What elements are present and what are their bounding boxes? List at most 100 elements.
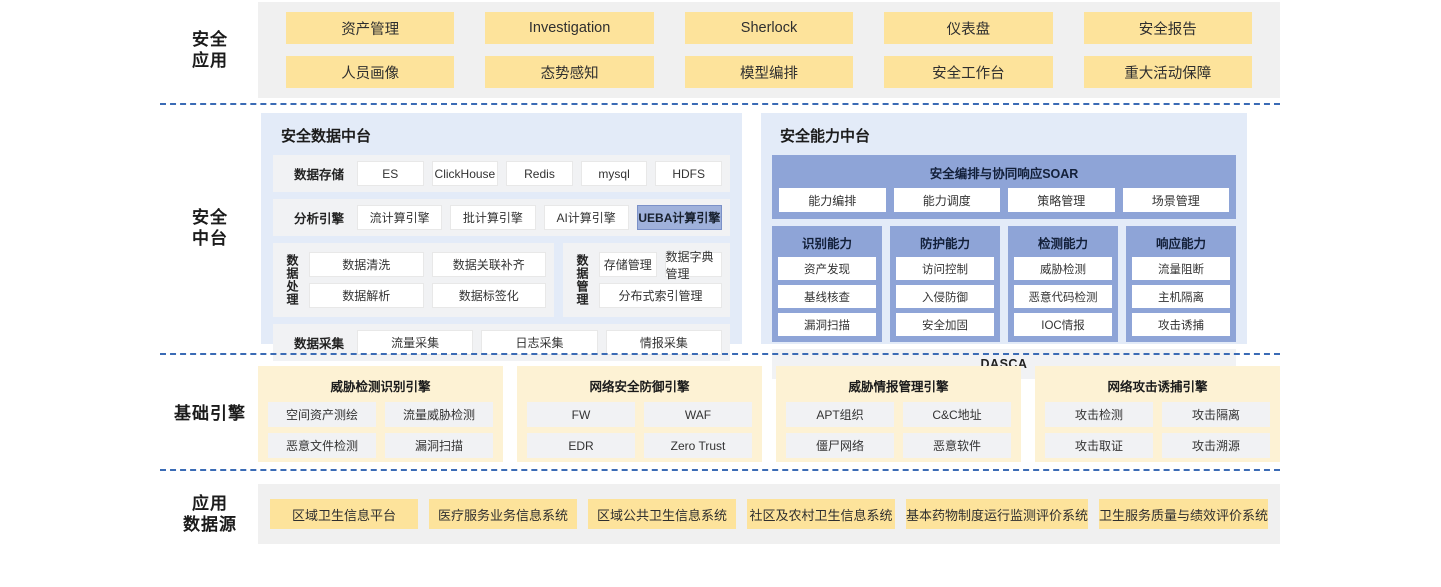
engine-card-attack-decoy-title: 网络攻击诱捕引擎	[1107, 380, 1208, 394]
data-management-label: 数据管理	[575, 254, 589, 306]
intel-cell-apt-group[interactable]: APT组织	[786, 402, 894, 427]
capability-protect-title: 防护能力	[919, 237, 970, 251]
app-chip-major-event-assurance[interactable]: 重大活动保障	[1083, 56, 1252, 88]
section-label-security-apps: 安全 应用	[160, 2, 260, 98]
security-apps-panel: 资产管理 Investigation Sherlock 仪表盘 安全报告 人员画…	[258, 2, 1280, 98]
analysis-engine-band: 分析引擎 流计算引擎 批计算引擎 AI计算引擎 UEBA计算引擎	[273, 199, 730, 236]
decoy-cell-attack-forensics[interactable]: 攻击取证	[1045, 433, 1153, 458]
protect-cell-security-hardening[interactable]: 安全加固	[896, 313, 994, 336]
data-collection-band: 数据采集 流量采集 日志采集 情报采集	[273, 324, 730, 361]
decoy-cell-attack-isolation[interactable]: 攻击隔离	[1162, 402, 1270, 427]
data-management-items: 存储管理 数据字典管理 分布式索引管理	[599, 250, 722, 308]
application-data-sources-panel: 区域卫生信息平台 医疗服务业务信息系统 区域公共卫生信息系统 社区及农村卫生信息…	[258, 484, 1280, 544]
detect-cell-ioc-intelligence[interactable]: IOC情报	[1014, 313, 1112, 336]
source-chip-medical-service-system[interactable]: 医疗服务业务信息系统	[429, 499, 577, 529]
capability-respond-title: 响应能力	[1155, 237, 1206, 251]
capability-columns: 识别能力 资产发现 基线核查 漏洞扫描 防护能力 访问控制 入侵防御 安全加固 …	[772, 226, 1236, 342]
engine-card-threat-intelligence-items: APT组织 C&C地址 僵尸网络 恶意软件	[786, 402, 1011, 458]
processing-cell-data-parsing[interactable]: 数据解析	[309, 283, 424, 308]
decoy-cell-attack-tracing[interactable]: 攻击溯源	[1162, 433, 1270, 458]
intel-cell-cc-address[interactable]: C&C地址	[903, 402, 1011, 427]
app-chip-security-workbench[interactable]: 安全工作台	[884, 56, 1053, 88]
capability-detect-title: 检测能力	[1037, 237, 1088, 251]
engine-card-threat-detection: 威胁检测识别引擎 空间资产测绘 流量威胁检测 恶意文件检测 漏洞扫描	[258, 366, 503, 462]
decoy-cell-attack-detection[interactable]: 攻击检测	[1045, 402, 1153, 427]
section-label-security-middle-platform: 安全 中台	[160, 112, 260, 344]
threat-cell-spatial-asset-mapping[interactable]: 空间资产测绘	[268, 402, 376, 427]
collection-cell-intelligence[interactable]: 情报采集	[605, 330, 722, 355]
defense-cell-zero-trust[interactable]: Zero Trust	[644, 433, 752, 458]
respond-cell-attack-decoy[interactable]: 攻击诱捕	[1132, 313, 1230, 336]
data-processing-management-row: 数据处理 数据清洗 数据关联补齐 数据解析 数据标签化 数据管理 存储管理 数据…	[273, 243, 730, 317]
management-cell-distributed-index[interactable]: 分布式索引管理	[599, 283, 722, 308]
engine-card-attack-decoy-items: 攻击检测 攻击隔离 攻击取证 攻击溯源	[1045, 402, 1270, 458]
storage-cell-es[interactable]: ES	[357, 161, 424, 186]
engine-card-network-defense: 网络安全防御引擎 FW WAF EDR Zero Trust	[517, 366, 762, 462]
basic-engines-panel: 威胁检测识别引擎 空间资产测绘 流量威胁检测 恶意文件检测 漏洞扫描 网络安全防…	[258, 366, 1280, 462]
source-chip-regional-public-health-system[interactable]: 区域公共卫生信息系统	[588, 499, 736, 529]
app-chip-asset-management[interactable]: 资产管理	[286, 12, 455, 44]
app-chip-situational-awareness[interactable]: 态势感知	[485, 56, 654, 88]
storage-cell-hdfs[interactable]: HDFS	[655, 161, 722, 186]
defense-cell-waf[interactable]: WAF	[644, 402, 752, 427]
storage-cell-clickhouse[interactable]: ClickHouse	[431, 161, 499, 186]
intel-cell-botnet[interactable]: 僵尸网络	[786, 433, 894, 458]
processing-cell-data-correlation[interactable]: 数据关联补齐	[431, 252, 546, 277]
identify-cell-asset-discovery[interactable]: 资产发现	[778, 257, 876, 280]
app-chip-sherlock[interactable]: Sherlock	[684, 12, 854, 44]
divider-engines-sources	[160, 469, 1280, 471]
app-chip-investigation[interactable]: Investigation	[485, 12, 654, 44]
protect-cell-intrusion-prevention[interactable]: 入侵防御	[896, 285, 994, 308]
soar-title: 安全编排与协同响应SOAR	[929, 167, 1079, 181]
threat-cell-malicious-file-detection[interactable]: 恶意文件检测	[268, 433, 376, 458]
capability-column-detect: 检测能力 威胁检测 恶意代码检测 IOC情报	[1008, 226, 1118, 342]
app-chip-personnel-profile[interactable]: 人员画像	[286, 56, 455, 88]
protect-cell-access-control[interactable]: 访问控制	[896, 257, 994, 280]
detect-cell-malicious-code-detection[interactable]: 恶意代码检测	[1014, 285, 1112, 308]
basic-engines-label-line1: 基础引擎	[174, 404, 246, 424]
respond-cell-traffic-blocking[interactable]: 流量阻断	[1132, 257, 1230, 280]
identify-cell-baseline-check[interactable]: 基线核查	[778, 285, 876, 308]
app-chip-security-report[interactable]: 安全报告	[1083, 12, 1252, 44]
defense-cell-fw[interactable]: FW	[527, 402, 635, 427]
engine-cell-batch-compute[interactable]: 批计算引擎	[450, 205, 536, 230]
security-apps-grid: 资产管理 Investigation Sherlock 仪表盘 安全报告 人员画…	[286, 12, 1252, 88]
soar-cell-scenario-management[interactable]: 场景管理	[1122, 188, 1229, 212]
capability-column-respond: 响应能力 流量阻断 主机隔离 攻击诱捕	[1126, 226, 1236, 342]
sources-label-line2: 数据源	[183, 515, 237, 534]
capability-column-identify: 识别能力 资产发现 基线核查 漏洞扫描	[772, 226, 882, 342]
intel-cell-malware[interactable]: 恶意软件	[903, 433, 1011, 458]
storage-cell-mysql[interactable]: mysql	[580, 161, 648, 186]
engine-cell-stream-compute[interactable]: 流计算引擎	[357, 205, 443, 230]
source-chip-community-rural-health-system[interactable]: 社区及农村卫生信息系统	[747, 499, 895, 529]
app-chip-dashboard[interactable]: 仪表盘	[884, 12, 1053, 44]
storage-cell-redis[interactable]: Redis	[506, 161, 573, 186]
data-storage-items: ES ClickHouse Redis mysql HDFS	[357, 161, 722, 186]
threat-cell-traffic-threat-detection[interactable]: 流量威胁检测	[385, 402, 493, 427]
identify-cell-vulnerability-scan[interactable]: 漏洞扫描	[778, 313, 876, 336]
security-apps-label-line2: 应用	[192, 51, 228, 70]
detect-cell-threat-detection[interactable]: 威胁检测	[1014, 257, 1112, 280]
soar-cell-capability-scheduling[interactable]: 能力调度	[893, 188, 1000, 212]
soar-card: 安全编排与协同响应SOAR 能力编排 能力调度 策略管理 场景管理	[772, 155, 1236, 219]
processing-cell-data-cleaning[interactable]: 数据清洗	[309, 252, 424, 277]
engine-card-threat-intelligence-title: 威胁情报管理引擎	[848, 380, 949, 394]
collection-cell-traffic[interactable]: 流量采集	[357, 330, 474, 355]
respond-cell-host-isolation[interactable]: 主机隔离	[1132, 285, 1230, 308]
soar-cell-capability-orchestration[interactable]: 能力编排	[779, 188, 886, 212]
management-cell-data-dictionary[interactable]: 数据字典管理	[664, 250, 722, 281]
app-chip-model-orchestration[interactable]: 模型编排	[684, 56, 854, 88]
processing-cell-data-tagging[interactable]: 数据标签化	[431, 283, 546, 308]
defense-cell-edr[interactable]: EDR	[527, 433, 635, 458]
collection-cell-log[interactable]: 日志采集	[481, 330, 598, 355]
source-chip-essential-drug-monitoring-system[interactable]: 基本药物制度运行监测评价系统	[906, 499, 1089, 529]
engine-cell-ueba-compute[interactable]: UEBA计算引擎	[636, 205, 722, 230]
source-chip-regional-health-platform[interactable]: 区域卫生信息平台	[270, 499, 418, 529]
soar-cell-policy-management[interactable]: 策略管理	[1008, 188, 1115, 212]
engine-cell-ai-compute[interactable]: AI计算引擎	[543, 205, 629, 230]
engine-card-threat-detection-items: 空间资产测绘 流量威胁检测 恶意文件检测 漏洞扫描	[268, 402, 493, 458]
security-capability-platform-panel: 安全能力中台 安全编排与协同响应SOAR 能力编排 能力调度 策略管理 场景管理…	[761, 113, 1247, 379]
source-chip-health-service-quality-system[interactable]: 卫生服务质量与绩效评价系统	[1099, 499, 1269, 529]
threat-cell-vulnerability-scan[interactable]: 漏洞扫描	[385, 433, 493, 458]
management-cell-storage-management[interactable]: 存储管理	[599, 252, 657, 277]
